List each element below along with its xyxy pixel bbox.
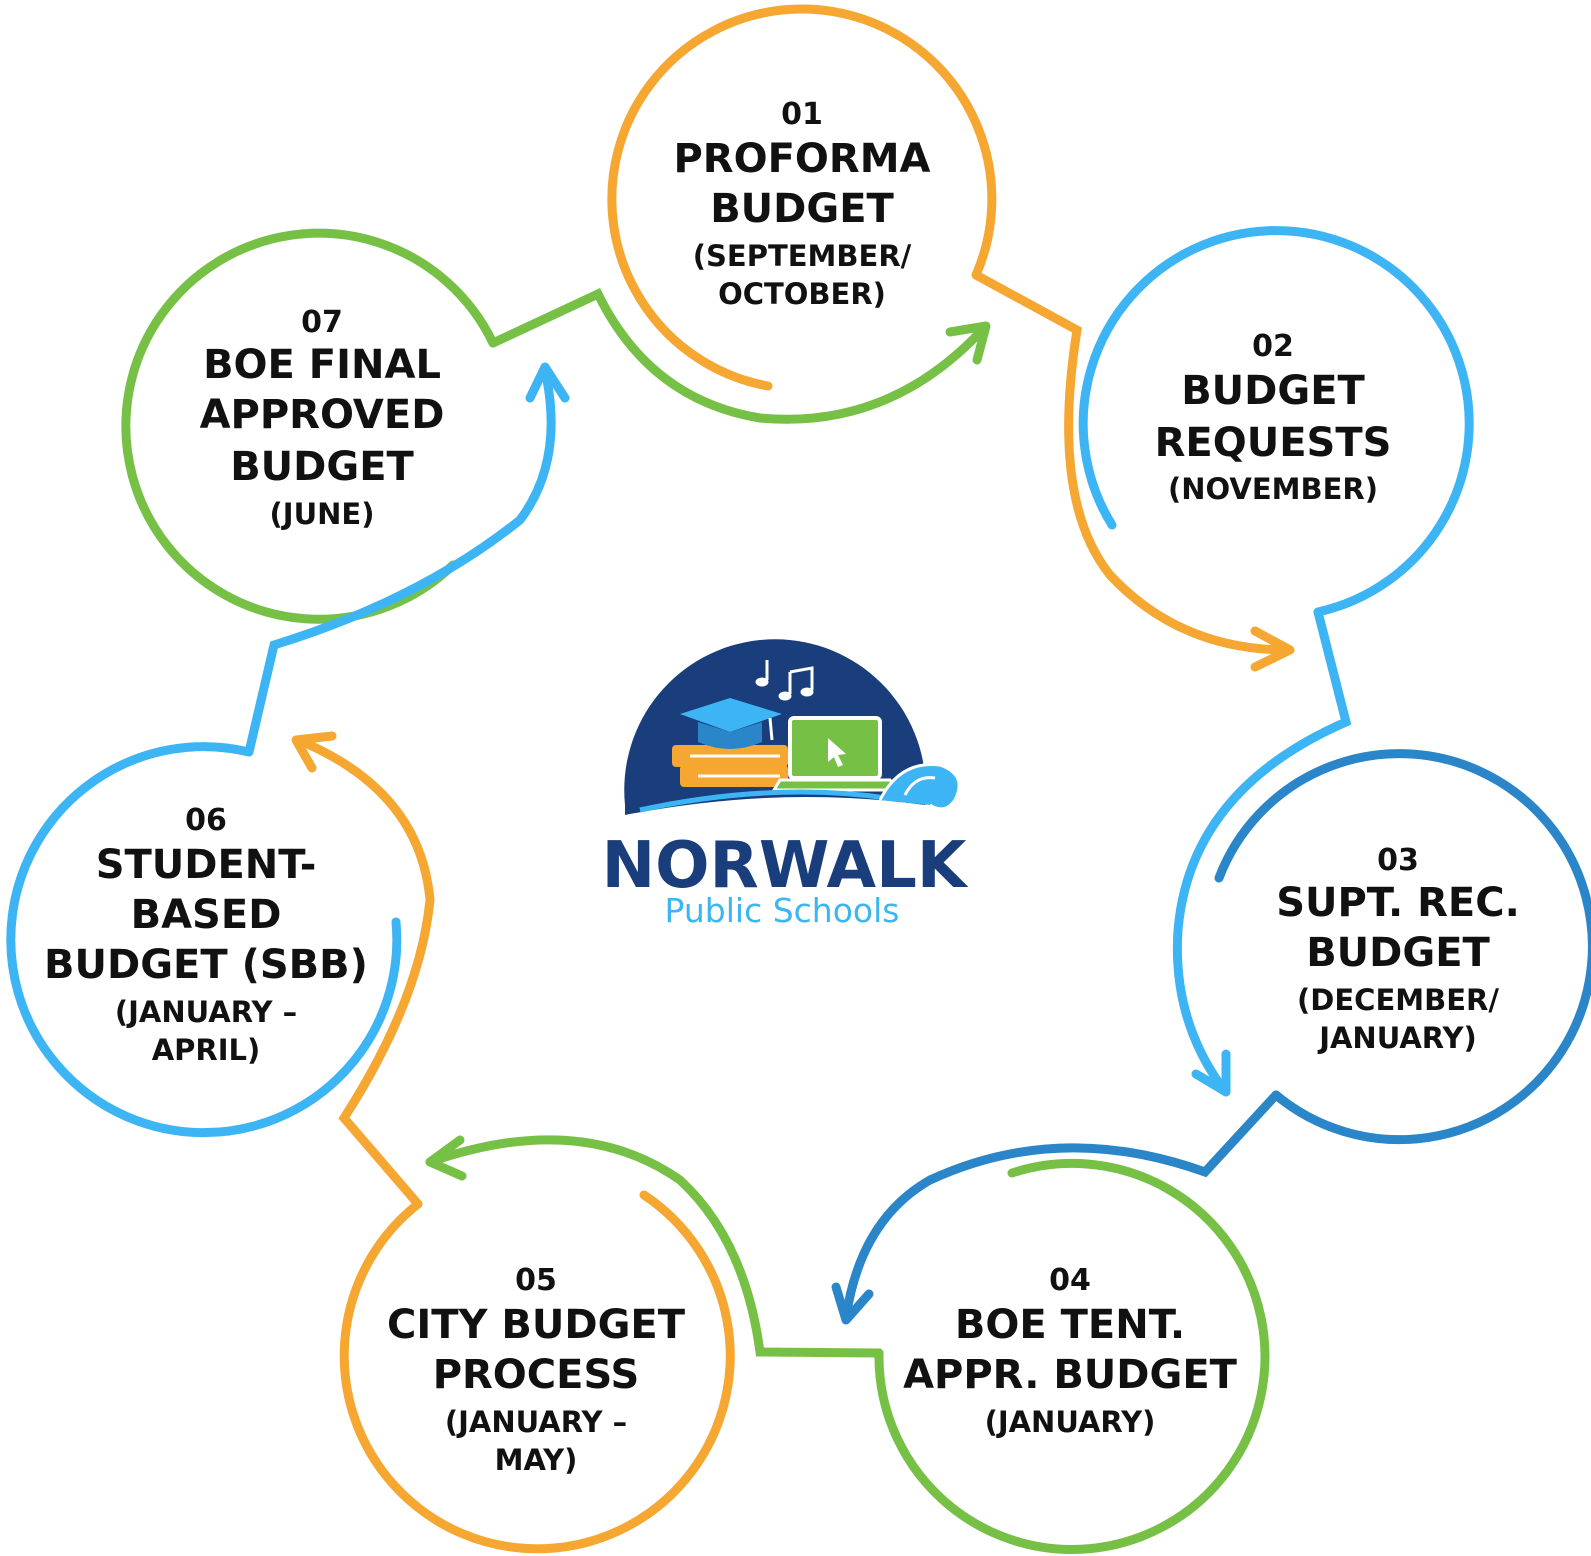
step-02-period-line: (NOVEMBER) (1168, 472, 1378, 506)
step-06-title-line: STUDENT- (96, 842, 317, 888)
step-02-ring (1078, 226, 1474, 617)
step-04-number: 04 (1049, 1263, 1091, 1298)
step-02-title-line: BUDGET (1181, 368, 1365, 414)
step-05-period-line: (JANUARY – (445, 1405, 627, 1439)
step-07-ring (121, 228, 498, 624)
arrow-into-step-06 (291, 731, 337, 773)
step-01-period-line: (SEPTEMBER/ (693, 239, 912, 273)
step-03-title-line: SUPT. REC. (1276, 880, 1520, 926)
step-05-title-line: PROCESS (433, 1352, 640, 1398)
arrow-into-step-02 (1250, 626, 1295, 672)
step-07-title-line: APPROVED (200, 392, 445, 438)
connector-07-01 (488, 288, 989, 424)
arrow-into-step-01 (945, 321, 991, 365)
arrow-into-step-05 (425, 1135, 467, 1181)
step-05-period-line: MAY) (495, 1443, 578, 1477)
step-07-title-line: BUDGET (230, 444, 414, 490)
step-connectors (244, 270, 1352, 1358)
step-01-period-line: OCTOBER) (718, 277, 886, 311)
step-05-number: 05 (515, 1263, 557, 1298)
step-05-ring (339, 1190, 735, 1554)
step-03-period-line: JANUARY) (1317, 1021, 1477, 1055)
step-02-title-line: REQUESTS (1155, 420, 1392, 466)
step-06-ring (6, 742, 402, 1138)
graduation-cap-icon (680, 698, 782, 749)
music-notes-icon (755, 660, 814, 701)
step-04-title-line: APPR. BUDGET (903, 1352, 1238, 1398)
step-01-title-line: BUDGET (710, 186, 894, 232)
connector-01-02 (971, 270, 1293, 655)
step-06-title-line: BASED (131, 892, 282, 938)
step-06-period-line: (JANUARY – (115, 995, 297, 1029)
arrow-into-step-04 (831, 1282, 874, 1325)
step-03-title-line: BUDGET (1306, 930, 1490, 976)
step-06-period-line: APRIL) (152, 1033, 261, 1067)
step-06-title-line: BUDGET (SBB) (44, 942, 368, 988)
arrow-into-step-03 (1191, 1049, 1231, 1097)
connector-03-04 (841, 1090, 1281, 1323)
connector-06-07 (244, 365, 556, 757)
step-rings (6, 4, 1591, 1554)
laptop-icon (771, 716, 899, 792)
step-06-number: 06 (185, 803, 227, 838)
step-04-ring (874, 1158, 1270, 1554)
logo-subtitle: Public Schools (665, 891, 900, 930)
connector-04-05 (425, 1135, 884, 1358)
step-04-title-line: BOE TENT. (955, 1302, 1185, 1348)
step-01-number: 01 (781, 97, 823, 132)
step-03-ring (1214, 749, 1591, 1145)
step-07-period-line: (JUNE) (270, 497, 375, 531)
connector-02-03 (1172, 607, 1352, 1095)
step-03-number: 03 (1377, 843, 1419, 878)
step-04-period-line: (JANUARY) (985, 1405, 1156, 1439)
step-07-number: 07 (301, 305, 343, 340)
wave-icon (639, 762, 961, 813)
arrow-into-step-07 (525, 362, 570, 403)
step-labels: 01 PROFORMA BUDGET (SEPTEMBER/ OCTOBER) … (44, 97, 1520, 1477)
connector-05-06 (293, 735, 435, 1209)
step-07-title-line: BOE FINAL (203, 342, 441, 388)
step-05-title-line: CITY BUDGET (387, 1302, 686, 1348)
step-01-ring (607, 4, 997, 391)
norwalk-logo: NORWALK Public Schools (602, 639, 969, 930)
step-03-period-line: (DECEMBER/ (1297, 983, 1499, 1017)
step-02-number: 02 (1252, 329, 1294, 364)
step-01-title-line: PROFORMA (673, 136, 930, 182)
books-icon (672, 745, 788, 787)
logo-name: NORWALK (602, 829, 969, 903)
